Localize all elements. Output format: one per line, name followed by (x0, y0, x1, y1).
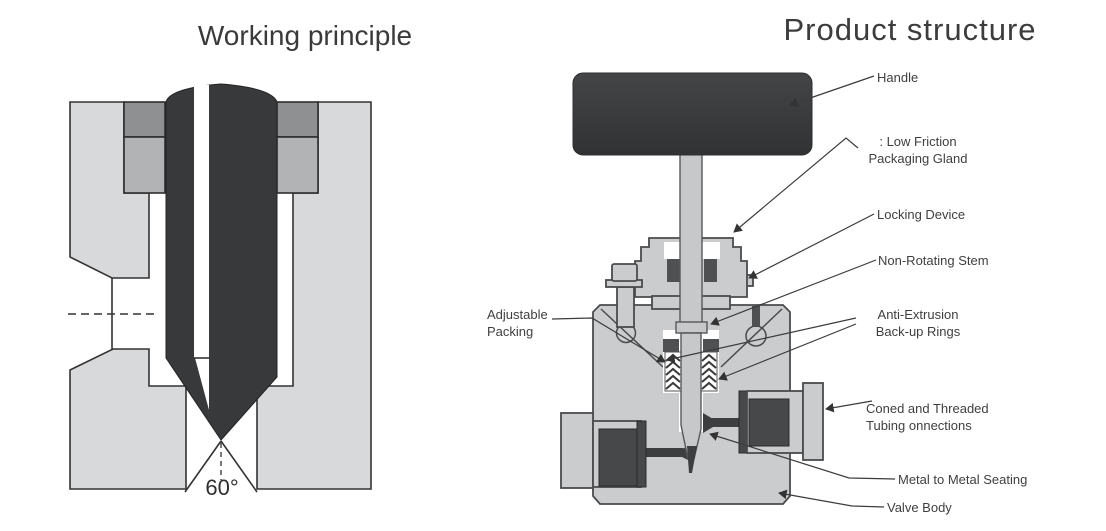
label-locking-device: Locking Device (877, 207, 966, 222)
metal-seat-tip (687, 446, 697, 473)
seat-angle-lines (184, 440, 258, 493)
label-adjustable-packing: Adjustable Packing (487, 307, 548, 340)
product-structure-diagram (551, 72, 896, 508)
leader-lines (551, 75, 896, 508)
right-tube-connection (738, 382, 824, 461)
label-valve-body: Valve Body (887, 500, 952, 515)
label-non-rotating-stem: Non-Rotating Stem (878, 253, 989, 268)
packing-blocks (123, 101, 319, 194)
label-metal-to-metal-seating: Metal to Metal Seating (898, 472, 1028, 487)
left-diagram-title: Working principle (197, 20, 413, 51)
seat-angle-label: 60° (205, 475, 239, 500)
valve-body-cross-section (69, 101, 372, 490)
right-diagram-title: Product structure (783, 12, 1037, 47)
label-coned-threaded-connections: Coned and Threaded Tubing onnections (866, 401, 989, 434)
handle (572, 72, 813, 156)
non-rotating-stem (675, 153, 708, 473)
label-low-friction-packaging-gland: : Low Friction Packaging Gland (868, 134, 968, 167)
working-principle-diagram (68, 83, 372, 493)
label-anti-extrusion-rings: Anti-Extrusion Back-up Rings (875, 307, 961, 340)
needle-stem (165, 83, 278, 441)
label-handle: Handle (877, 70, 919, 85)
left-tube-connection (560, 412, 647, 489)
